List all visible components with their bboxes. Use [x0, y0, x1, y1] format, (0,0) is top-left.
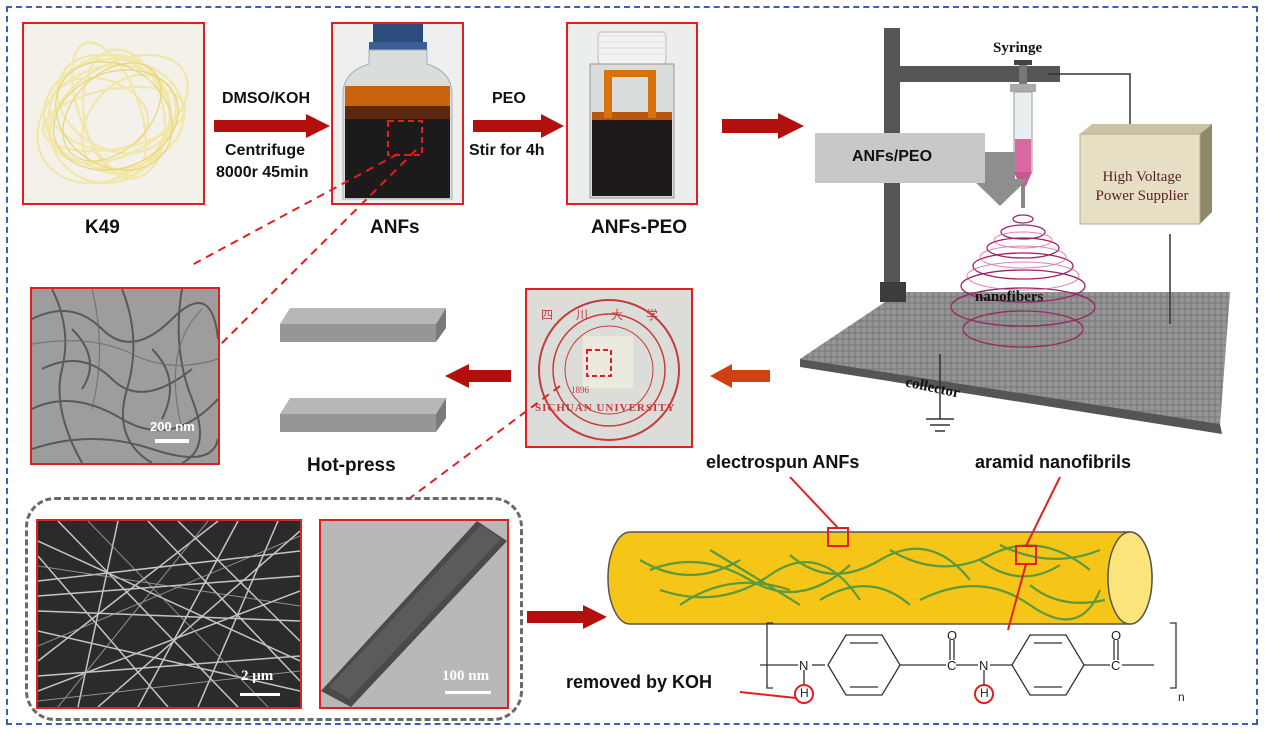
removed-by-koh-label: removed by KOH	[566, 672, 713, 692]
anfs-peo-input-box	[815, 133, 985, 183]
seal-year: 1896	[571, 385, 589, 395]
anfs-peo-box-label: ANFs/PEO	[852, 148, 933, 165]
tem-single-fiber-image	[319, 519, 509, 709]
zoom-connector-lines	[189, 149, 417, 346]
process-arrow-2	[473, 114, 564, 138]
process-arrow-4	[445, 364, 511, 388]
centrifuge-label: Centrifuge	[225, 142, 305, 159]
hot-press-plates	[280, 308, 446, 432]
process-arrow-3	[722, 113, 804, 139]
anfs-bottle-photo	[331, 22, 464, 205]
film-on-seal-photo	[525, 288, 693, 448]
aramid-nanofibrils-label: aramid nanofibrils	[975, 452, 1132, 472]
dmso-koh-label: DMSO/KOH	[222, 90, 310, 107]
scale-bar-2um-label: 2 μm	[241, 668, 274, 684]
zoom-connector-line-2	[409, 385, 561, 499]
k49-photo	[22, 22, 205, 205]
hot-press-label: Hot-press	[307, 455, 396, 476]
chem-h1: H	[800, 686, 809, 700]
chem-c2: C	[1111, 658, 1121, 673]
nanofibers-label: nanofibers	[975, 289, 1044, 305]
electrospinning-apparatus	[800, 28, 1230, 434]
centrifuge-speed-label: 8000r 45min	[216, 164, 309, 181]
electrospun-anfs-label: electrospun ANFs	[706, 452, 860, 472]
scale-bar-100nm-label: 100 nm	[442, 668, 490, 684]
peo-label: PEO	[492, 90, 526, 107]
k49-label: K49	[85, 217, 120, 238]
process-arrow-1	[214, 114, 330, 138]
stir-label: Stir for 4h	[469, 142, 545, 159]
chem-h2: H	[980, 686, 989, 700]
seal-university-text: SICHUAN UNIVERSITY	[535, 402, 676, 414]
scale-bar-200nm-label: 200 nm	[150, 419, 195, 434]
sem-image	[36, 519, 302, 709]
tem-image-anfs	[30, 287, 220, 465]
dashed-border	[6, 6, 1258, 725]
micrograph-group	[25, 497, 523, 721]
fiber-and-structure	[607, 476, 1177, 704]
chem-n1: N	[799, 658, 809, 673]
syringe-label: Syringe	[993, 40, 1043, 56]
chem-n2: N	[979, 658, 989, 673]
chem-o1: O	[947, 628, 958, 643]
power-supply-label: High Voltage Power Supplier	[1084, 168, 1200, 206]
chem-c1: C	[947, 658, 957, 673]
process-arrow-6	[527, 605, 607, 629]
anfs-label: ANFs	[370, 217, 420, 238]
anfs-peo-label: ANFs-PEO	[591, 217, 688, 238]
seal-chinese-chars: 四 川 大 学	[541, 308, 669, 322]
chem-subscript-n: n	[1178, 690, 1185, 704]
anfs-peo-vial-photo	[566, 22, 698, 205]
chem-o2: O	[1111, 628, 1122, 643]
power-supply-line2: Power Supplier	[1095, 188, 1189, 204]
process-arrow-5	[710, 364, 770, 388]
power-supply-line1: High Voltage	[1102, 169, 1182, 185]
